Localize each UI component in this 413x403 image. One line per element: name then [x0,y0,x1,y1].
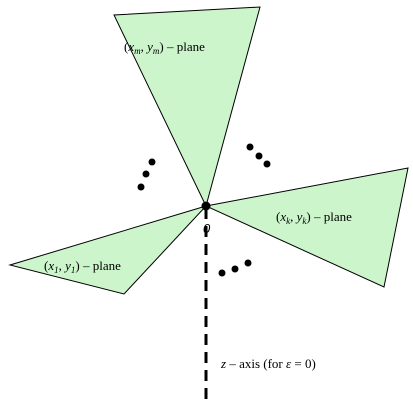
z-axis-label-text: – axis (for [226,356,286,371]
ellipsis-dots-lower [218,259,252,277]
plane-k-triangle [204,167,409,288]
ellipsis-dots-left [137,158,156,191]
plane-k-label: (xk, yk) – plane [276,209,352,226]
plane-m-label: (xm, ym) – plane [124,39,205,56]
origin-point [201,201,211,211]
epsilon-symbol: ε [286,356,292,371]
origin-label: 0 [203,221,211,236]
plane-1-triangle [8,204,208,295]
plane-m-triangle [113,6,261,208]
plane-1-label: (x1, y1) – plane [44,258,121,275]
z-axis-label: z – axis (for ε = 0) [220,356,316,371]
ellipsis-dots-upper-right [246,143,271,168]
z-axis-label-tail: = 0) [291,356,316,371]
